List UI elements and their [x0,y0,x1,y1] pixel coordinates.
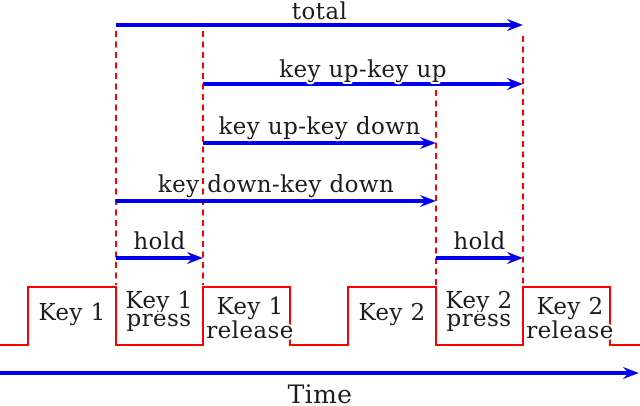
interval-label-key-down-key-down: key down-key down [158,172,394,198]
wave-label-line: press [127,306,192,332]
wave-label-line: Key 2 [445,288,512,314]
wave-label-line: Key 1 [216,294,283,320]
interval-label-key-up-key-down: key up-key down [218,114,420,140]
wave-label-line: press [447,306,512,332]
interval-label-hold-key1: hold [133,229,185,255]
time-axis-label: Time [288,380,353,406]
interval-arrow-key-up-key-down-arrowhead-icon [419,136,436,150]
interval-label-key-up-key-up: key up-key up [279,57,447,83]
interval-arrow-hold-key2-arrowhead-icon [506,251,523,265]
wave-label-line: Key 2 [358,300,425,326]
wave-label-line: Key 1 [38,300,105,326]
wave-label-key2: Key 2 [358,300,425,326]
wave-label-line: Key 2 [536,294,603,320]
time-axis-arrowhead-icon [622,366,639,380]
wave-label-line: Key 1 [125,288,192,314]
key-signal-waveform [0,285,640,347]
interval-arrow-total-arrowhead-icon [506,18,523,32]
interval-arrow-key-down-key-down-arrowhead-icon [419,194,436,208]
interval-label-total: total [292,0,347,25]
interval-arrow-key-up-key-up-arrowhead-icon [506,77,523,91]
interval-label-hold-key2: hold [453,229,505,255]
wave-label-line: release [206,318,294,344]
interval-arrow-hold-key1-arrowhead-icon [186,251,203,265]
wave-label-line: release [526,318,614,344]
wave-label-key1: Key 1 [38,300,105,326]
